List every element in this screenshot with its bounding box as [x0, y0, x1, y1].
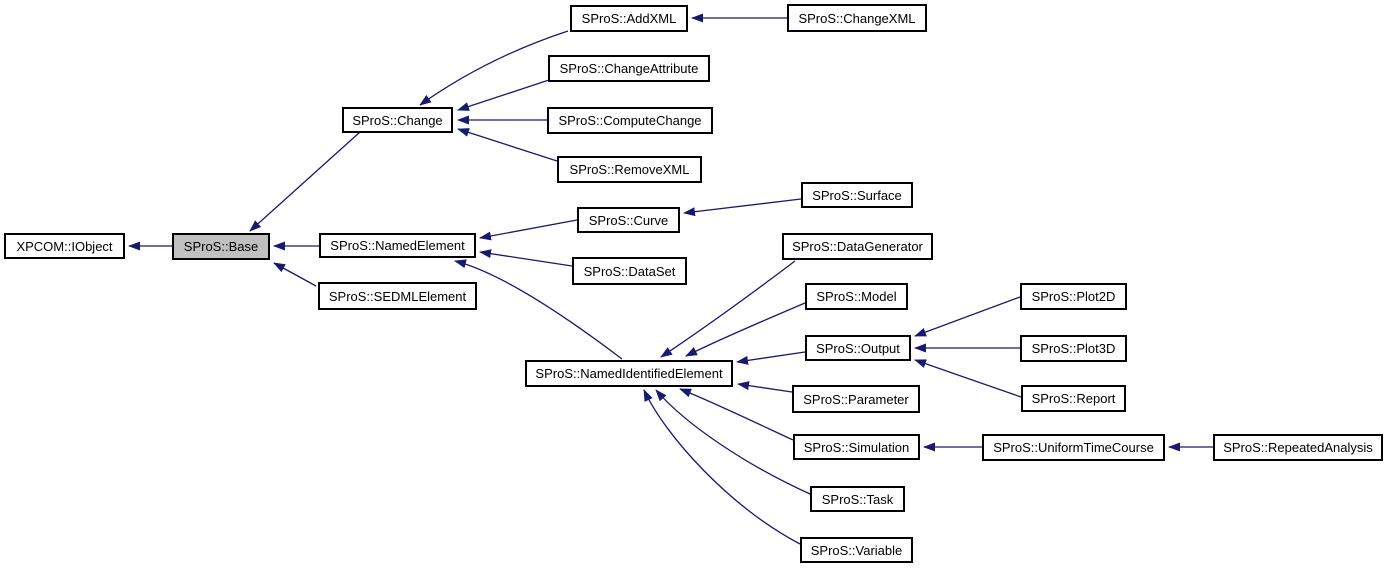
- edge-sedmlelement-to-base: [273, 262, 317, 287]
- edge-curve-to-namedelement: [479, 219, 578, 241]
- node-spros-changexml[interactable]: SProS::ChangeXML: [787, 4, 927, 32]
- node-spros-variable[interactable]: SProS::Variable: [800, 537, 913, 563]
- node-spros-removexml[interactable]: SProS::RemoveXML: [557, 156, 702, 183]
- node-spros-computechange[interactable]: SProS::ComputeChange: [547, 107, 713, 134]
- node-spros-surface[interactable]: SProS::Surface: [801, 182, 913, 208]
- edge-addxml-to-change: [419, 30, 569, 106]
- edge-plot2d-to-output: [914, 296, 1021, 337]
- node-spros-datagenerator[interactable]: SProS::DataGenerator: [782, 233, 933, 260]
- node-spros-sedmlelement[interactable]: SProS::SEDMLElement: [318, 282, 477, 310]
- edge-removexml-to-change: [457, 128, 558, 162]
- node-spros-output[interactable]: SProS::Output: [805, 335, 911, 361]
- edge-report-to-output: [914, 359, 1022, 398]
- node-spros-change[interactable]: SProS::Change: [342, 107, 453, 133]
- node-spros-plot2d[interactable]: SProS::Plot2D: [1020, 283, 1127, 310]
- edge-output-to-namedidentifiedelement: [736, 351, 806, 365]
- edge-change-to-base: [249, 131, 361, 232]
- node-spros-curve[interactable]: SProS::Curve: [577, 207, 680, 233]
- edge-namedidentifiedelement-to-namedelement: [454, 259, 623, 360]
- edge-dataset-to-namedelement: [479, 249, 573, 267]
- edge-changeattribute-to-change: [457, 79, 550, 111]
- node-spros-simulation[interactable]: SProS::Simulation: [793, 434, 920, 460]
- edge-task-to-namedidentifiedelement: [655, 389, 811, 495]
- node-spros-report[interactable]: SProS::Report: [1021, 385, 1126, 412]
- node-spros-task[interactable]: SProS::Task: [810, 486, 905, 512]
- edge-variable-to-namedidentifiedelement: [643, 389, 801, 545]
- node-spros-model[interactable]: SProS::Model: [805, 283, 908, 310]
- node-spros-base: SProS::Base: [172, 233, 270, 260]
- node-spros-namedelement[interactable]: SProS::NamedElement: [319, 233, 476, 258]
- node-spros-addxml[interactable]: SProS::AddXML: [570, 5, 688, 32]
- node-xpcom-iobject[interactable]: XPCOM::IObject: [4, 233, 125, 259]
- node-spros-changeattribute[interactable]: SProS::ChangeAttribute: [548, 55, 710, 82]
- node-spros-namedidentifiedelement[interactable]: SProS::NamedIdentifiedElement: [525, 360, 733, 387]
- edge-datagenerator-to-namedidentifiedelement: [660, 260, 796, 358]
- node-spros-uniformtimecourse[interactable]: SProS::UniformTimeCourse: [982, 434, 1165, 461]
- node-spros-repeatedanalysis[interactable]: SProS::RepeatedAnalysis: [1213, 434, 1383, 461]
- edge-surface-to-curve: [683, 198, 802, 217]
- node-spros-plot3d[interactable]: SProS::Plot3D: [1020, 335, 1127, 362]
- node-spros-parameter[interactable]: SProS::Parameter: [792, 385, 920, 413]
- edge-simulation-to-namedidentifiedelement: [679, 388, 794, 441]
- node-spros-dataset[interactable]: SProS::DataSet: [572, 257, 687, 285]
- edge-model-to-namedidentifiedelement: [685, 302, 806, 357]
- edge-parameter-to-namedidentifiedelement: [737, 381, 793, 393]
